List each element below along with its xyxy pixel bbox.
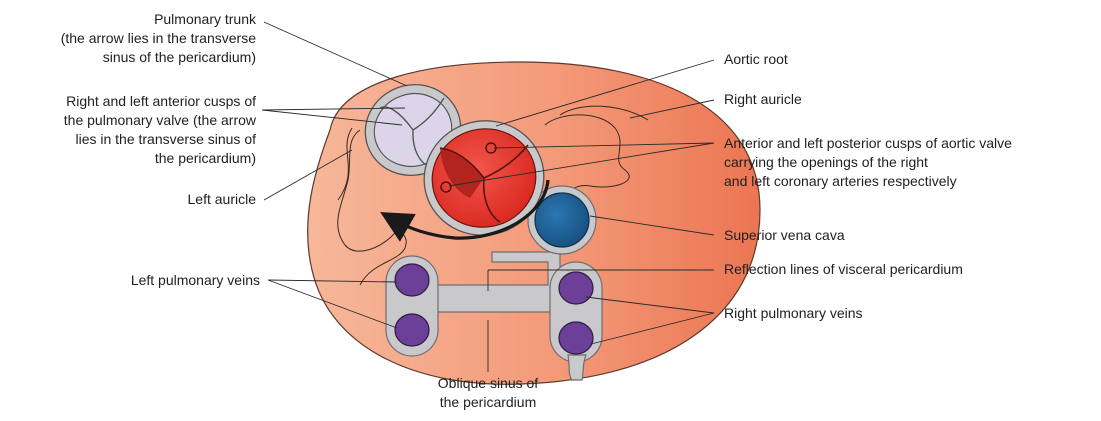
label-line: Superior vena cava	[724, 226, 845, 245]
label-oblique-sinus: Oblique sinus of the pericardium	[408, 374, 568, 412]
label-line: Aortic root	[724, 50, 788, 69]
label-pulmonary-cusps: Right and left anterior cusps of the pul…	[64, 92, 256, 168]
right-upper-pulmonary-vein	[559, 272, 593, 304]
label-aortic-cusps: Anterior and left posterior cusps of aor…	[724, 134, 1012, 191]
label-line: Right auricle	[724, 90, 802, 109]
label-line: carrying the openings of the right	[724, 153, 1012, 172]
label-line: Right and left anterior cusps of	[64, 92, 256, 111]
label-line: Anterior and left posterior cusps of aor…	[724, 134, 1012, 153]
label-line: and left coronary arteries respectively	[724, 172, 1012, 191]
label-line: Left auricle	[188, 190, 256, 209]
label-right-pulmonary-veins: Right pulmonary veins	[724, 304, 863, 323]
label-reflection-lines: Reflection lines of visceral pericardium	[724, 260, 963, 279]
label-line: Oblique sinus of	[408, 374, 568, 393]
label-line: Reflection lines of visceral pericardium	[724, 260, 963, 279]
label-pulmonary-trunk: Pulmonary trunk (the arrow lies in the t…	[61, 10, 256, 67]
label-superior-vena-cava: Superior vena cava	[724, 226, 845, 245]
label-left-pulmonary-veins: Left pulmonary veins	[131, 271, 260, 290]
label-line: (the arrow lies in the transverse	[61, 29, 256, 48]
label-line: the pericardium)	[64, 149, 256, 168]
label-line: the pulmonary valve (the arrow	[64, 111, 256, 130]
label-line: the pericardium	[408, 393, 568, 412]
superior-vena-cava	[535, 193, 589, 247]
label-aortic-root: Aortic root	[724, 50, 788, 69]
left-upper-pulmonary-vein	[395, 264, 429, 296]
label-line: Left pulmonary veins	[131, 271, 260, 290]
label-right-auricle: Right auricle	[724, 90, 802, 109]
right-lower-pulmonary-vein	[559, 322, 593, 354]
label-line: Right pulmonary veins	[724, 304, 863, 323]
label-line: Pulmonary trunk	[61, 10, 256, 29]
label-line: sinus of the pericardium)	[61, 48, 256, 67]
label-left-auricle: Left auricle	[188, 190, 256, 209]
label-line: lies in the transverse sinus of	[64, 130, 256, 149]
left-lower-pulmonary-vein	[395, 314, 429, 346]
